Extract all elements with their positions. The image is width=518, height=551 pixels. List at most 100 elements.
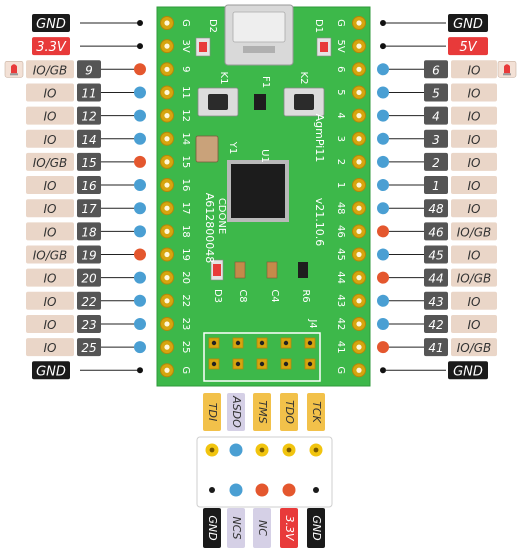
pin-dot-right <box>377 132 389 145</box>
pin-number-bg-left <box>77 152 101 171</box>
pin-number-left: 14 <box>81 133 96 147</box>
pin-function-bg-left <box>26 106 74 125</box>
header-pad-hole <box>259 340 265 346</box>
power-label-left: GND <box>36 364 66 379</box>
board-pad-hole-right <box>356 136 362 142</box>
board-version: v21.10.6 <box>313 198 326 247</box>
board-pad-hole-left <box>164 136 170 142</box>
pin-function-bg-left <box>26 291 74 310</box>
pin-function-bg-left <box>26 129 74 148</box>
board-pad-hole-right <box>356 89 362 96</box>
board-pad-hole-left <box>164 228 170 234</box>
board-pad-hole-right <box>356 182 362 188</box>
board-pad-hole-right <box>356 344 362 350</box>
silk-left: 22 <box>180 294 191 307</box>
jtag-top-label-bg <box>253 393 271 431</box>
jtag-bottom-label: GND <box>310 515 323 540</box>
pin-function-left: IO/GB <box>33 156 68 170</box>
pin-function-right: IO/GB <box>457 341 492 355</box>
pin-function-left: IO/GB <box>33 249 68 263</box>
jtag-top-label-bg <box>227 393 245 431</box>
pin-function-bg-left <box>26 268 74 287</box>
dynamic-layer: GND3.3V9IO/GB11IO12IO14IO15IO/GB16IO17IO… <box>4 14 517 548</box>
pin-dot-left <box>137 43 143 50</box>
component-label: C8 <box>237 289 248 302</box>
pin-number-bg-right <box>424 176 448 195</box>
silk-right: 45 <box>335 248 346 261</box>
pin-function-left: IO <box>44 86 57 100</box>
silk-right: 1 <box>335 182 346 188</box>
pin-number-bg-right <box>424 245 448 264</box>
pin-number-right: 45 <box>428 249 443 263</box>
pin-number-bg-left <box>77 291 101 310</box>
pin-dot-right <box>377 86 389 99</box>
power-label-bg-left <box>32 361 70 380</box>
power-label-bg-right <box>448 37 488 56</box>
pin-number-right: 43 <box>428 295 443 309</box>
silk-left: 25 <box>180 341 191 354</box>
board-pad-hole-right <box>356 66 362 72</box>
pin-function-right: IO <box>468 295 481 309</box>
pin-dot-left <box>134 294 146 307</box>
board-pad-hole-left <box>164 89 170 96</box>
pin-function-left: IO <box>44 133 57 147</box>
silk-left: 17 <box>180 202 191 215</box>
pin-function-left: IO/GB <box>33 63 68 77</box>
power-label-left: GND <box>36 17 66 32</box>
pin-dot-left <box>134 271 146 284</box>
pin-function-right: IO/GB <box>457 225 492 239</box>
pin-number-right: 46 <box>428 225 444 239</box>
header-pad-hole <box>307 361 313 367</box>
pin-function-right: IO/GB <box>457 272 492 286</box>
pin-number-left: 16 <box>81 179 97 193</box>
board-pad-hole-left <box>164 205 170 211</box>
pin-number-left: 19 <box>81 249 96 263</box>
pin-number-bg-left <box>77 199 101 218</box>
pin-number-bg-left <box>77 245 101 264</box>
pin-dot-left <box>134 248 146 261</box>
jtag-bottom-label-bg <box>280 508 298 548</box>
pin-number-bg-right <box>424 291 448 310</box>
pin-dot-right <box>377 341 389 354</box>
pin-dot-left <box>134 341 146 354</box>
pin-number-left: 11 <box>81 86 96 100</box>
silk-right: 5 <box>335 89 346 95</box>
pin-function-bg-right <box>451 199 497 218</box>
pin-function-bg-left <box>26 314 74 333</box>
component-label: K1 <box>218 72 229 85</box>
power-label-right: GND <box>453 17 483 32</box>
board-pad-hole-left <box>164 321 170 327</box>
board-pad-hole-right <box>356 367 362 373</box>
pin-number-right: 1 <box>432 179 440 193</box>
power-label-right: GND <box>453 364 483 379</box>
silk-left: G <box>180 19 191 27</box>
pin-number-left: 18 <box>81 225 97 239</box>
board-pad-hole-right <box>356 298 362 304</box>
pin-number-left: 25 <box>81 341 96 355</box>
silk-right: 5V <box>335 40 346 53</box>
pin-number-right: 4 <box>432 110 440 124</box>
component-label: D2 <box>207 19 218 33</box>
pin-dot-right <box>380 20 386 26</box>
pin-function-left: IO <box>44 272 57 286</box>
board-pad-hole-left <box>164 113 170 119</box>
usb-connector-inner <box>232 11 286 43</box>
jtag-top-dot <box>229 443 243 457</box>
pin-number-bg-right <box>424 338 448 357</box>
pin-dot-left <box>134 86 146 99</box>
silk-right: 6 <box>335 66 346 72</box>
board-pad-hole-right <box>356 321 362 327</box>
silk-left: 14 <box>180 132 191 145</box>
pin-function-left: IO <box>44 179 57 193</box>
pin-function-bg-right <box>451 268 497 287</box>
board-pad-hole-left <box>164 159 170 165</box>
board-pad-hole-left <box>164 43 170 49</box>
pin-function-right: IO <box>468 110 481 124</box>
component-label: D3 <box>212 289 223 303</box>
pin-number-bg-right <box>424 199 448 218</box>
silk-left: 9 <box>180 66 191 72</box>
silk-right: 2 <box>335 159 346 165</box>
jtag-top-label-bg <box>203 393 221 431</box>
jtag-top-label: TCK <box>310 401 323 423</box>
header-pad-hole <box>283 361 289 367</box>
